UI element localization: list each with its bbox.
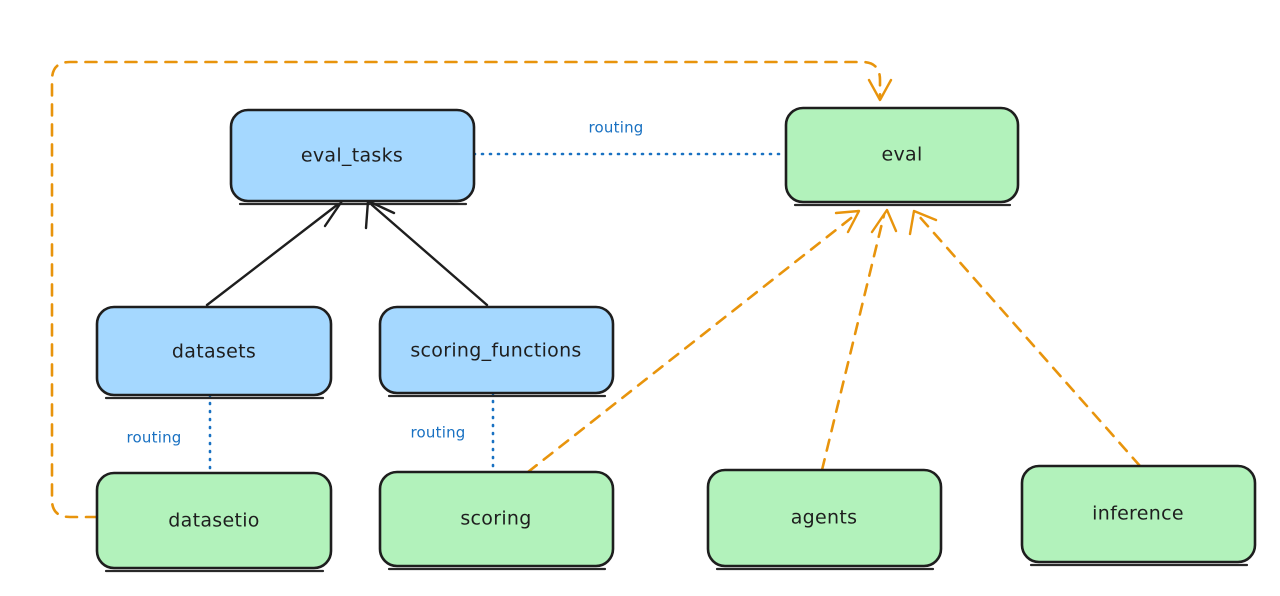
edge-path-datasets-eval_tasks xyxy=(205,203,339,307)
arrowhead-agents-eval xyxy=(870,208,898,234)
edge-scoring_functions-scoring: routing xyxy=(411,391,495,474)
node-label-eval-tasks: eval_tasks xyxy=(301,145,403,167)
node-datasets[interactable]: datasets xyxy=(95,305,333,400)
edge-datasets-eval_tasks xyxy=(205,198,344,307)
edge-path-scoring-eval xyxy=(526,213,857,474)
edge-label-routing-scoring: routing xyxy=(411,424,466,442)
edge-inference-eval xyxy=(908,209,1142,468)
node-label-datasetio: datasetio xyxy=(168,510,259,532)
edge-scoring-eval xyxy=(526,209,861,474)
edge-path-agents-eval xyxy=(820,213,886,472)
edge-eval_tasks-eval: routing xyxy=(472,119,788,156)
edge-label-routing-eval: routing xyxy=(589,119,644,137)
node-label-inference: inference xyxy=(1092,503,1184,525)
node-box-scoring-functions[interactable] xyxy=(378,305,615,395)
edge-scoring_functions-eval_tasks xyxy=(364,199,489,307)
node-box-datasets[interactable] xyxy=(95,305,333,397)
node-box-eval-tasks[interactable] xyxy=(229,108,476,203)
node-scoring-functions[interactable]: scoring_functions xyxy=(378,305,615,398)
node-label-agents: agents xyxy=(791,507,858,529)
node-label-eval: eval xyxy=(881,144,922,166)
arrowhead-datasetio-eval xyxy=(867,78,893,102)
edge-path-inference-eval xyxy=(916,213,1142,468)
node-eval[interactable]: eval xyxy=(784,106,1020,207)
edge-agents-eval xyxy=(820,208,898,472)
node-inference[interactable]: inference xyxy=(1020,464,1257,567)
node-box-eval[interactable] xyxy=(784,106,1020,204)
edge-datasetio-eval xyxy=(50,60,893,519)
node-label-scoring: scoring xyxy=(460,508,531,530)
node-datasetio[interactable]: datasetio xyxy=(95,471,333,573)
edge-datasets-datasetio: routing xyxy=(127,393,212,475)
node-label-scoring-functions: scoring_functions xyxy=(410,340,581,362)
edge-path-scoring_functions-eval_tasks xyxy=(370,203,489,307)
edge-label-routing-datasetio: routing xyxy=(127,429,182,447)
node-agents[interactable]: agents xyxy=(706,468,943,571)
node-box-agents[interactable] xyxy=(706,468,943,568)
arrowhead-inference-eval xyxy=(908,209,938,236)
arrowhead-scoring-eval xyxy=(834,209,861,234)
edge-path-datasetio-eval xyxy=(50,60,882,519)
node-box-inference[interactable] xyxy=(1020,464,1257,564)
node-eval-tasks[interactable]: eval_tasks xyxy=(229,108,476,206)
node-scoring[interactable]: scoring xyxy=(378,470,615,571)
node-box-datasetio[interactable] xyxy=(95,471,333,570)
node-label-datasets: datasets xyxy=(172,341,256,363)
node-box-scoring[interactable] xyxy=(378,470,615,568)
